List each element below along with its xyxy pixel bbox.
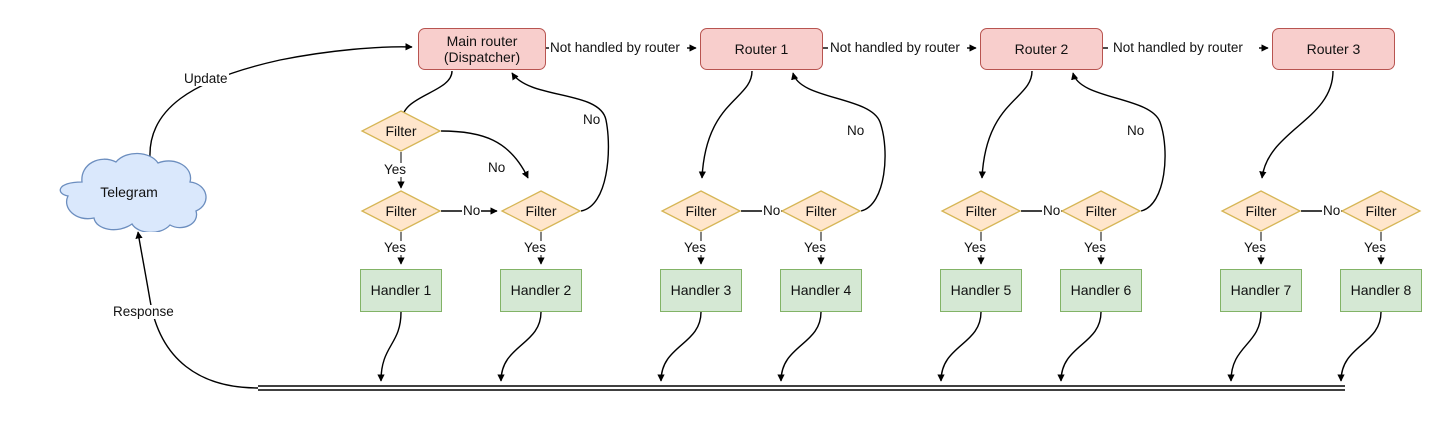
node-handler-7[interactable]: Handler 7 [1220,269,1302,312]
node-router-3[interactable]: Router 3 [1272,28,1395,70]
edge-label-no-inline-3: No [1042,203,1062,218]
diamond-shape [940,190,1022,232]
filter-label: Filter [685,203,717,219]
edge-router2-to-filter [978,70,1033,179]
edge-label-no-router2: No [1126,123,1146,138]
filter-label: Filter [1085,203,1117,219]
node-handler-4[interactable]: Handler 4 [780,269,862,312]
node-filter-4[interactable]: Filter [660,190,742,232]
filter-label: Filter [1245,203,1277,219]
filter-label: Filter [525,203,557,219]
edge-router1-to-filter [698,70,753,179]
edge-label-yes-4: Yes [683,240,708,255]
edge-handler4-to-bus [777,311,822,382]
edge-label-not-handled-1: Not handled by router [549,40,681,55]
edge-label-yes-1: Yes [383,162,408,177]
diamond-shape [1060,190,1142,232]
node-router-1[interactable]: Router 1 [700,28,823,70]
filter-label: Filter [965,203,997,219]
diamond-shape [1340,190,1422,232]
edge-label-yes-9: Yes [1363,240,1388,255]
edge-label-yes-5: Yes [803,240,828,255]
edge-label-not-handled-3: Not handled by router [1112,40,1244,55]
edge-label-no-inline-2: No [762,203,782,218]
node-handler-6[interactable]: Handler 6 [1060,269,1142,312]
edge-label-yes-7: Yes [1083,240,1108,255]
node-handler-8[interactable]: Handler 8 [1340,269,1422,312]
diamond-shape [660,190,742,232]
edge-label-yes-6: Yes [963,240,988,255]
diamond-shape [1220,190,1302,232]
edge-handler1-to-bus [377,311,402,382]
filter-label: Filter [805,203,837,219]
edge-handler7-to-bus [1227,311,1262,382]
filter-label: Filter [385,123,417,139]
node-filter-6[interactable]: Filter [940,190,1022,232]
node-handler-3[interactable]: Handler 3 [660,269,742,312]
edge-handler8-to-bus [1337,311,1382,382]
edge-router3-to-filter [1259,70,1334,179]
node-filter-8[interactable]: Filter [1220,190,1302,232]
edge-label-yes-3: Yes [523,240,548,255]
telegram-cloud: Telegram [44,152,214,234]
diamond-shape [360,190,442,232]
cloud-icon [59,152,207,234]
filter-label: Filter [1365,203,1397,219]
edge-label-no-main-a: No [487,160,507,175]
edge-label-yes-8: Yes [1243,240,1268,255]
node-filter-1[interactable]: Filter [360,110,442,152]
edge-label-no-main-b: No [582,112,602,127]
edge-label-not-handled-2: Not handled by router [829,40,961,55]
edge-handler3-to-bus [657,311,702,382]
edge-label-update: Update [183,71,229,86]
edge-handler6-to-bus [1057,311,1102,382]
telegram-cloud-label: Telegram [100,184,158,200]
diamond-shape [360,110,442,152]
edge-label-response: Response [112,304,175,319]
node-filter-7[interactable]: Filter [1060,190,1142,232]
edge-handler5-to-bus [937,311,982,382]
node-router-2[interactable]: Router 2 [980,28,1103,70]
node-handler-5[interactable]: Handler 5 [940,269,1022,312]
node-handler-1[interactable]: Handler 1 [360,269,442,312]
edge-label-yes-2: Yes [383,240,408,255]
edge-filter1-no-to-filter3 [440,130,529,179]
diamond-shape [500,190,582,232]
node-handler-2[interactable]: Handler 2 [500,269,582,312]
diamond-shape [780,190,862,232]
node-main-router[interactable]: Main router (Dispatcher) [418,28,546,70]
edge-handler2-to-bus [497,311,542,382]
edge-label-no-inline-4: No [1322,203,1342,218]
node-filter-9[interactable]: Filter [1340,190,1422,232]
filter-label: Filter [385,203,417,219]
node-filter-5[interactable]: Filter [780,190,862,232]
edge-label-no-inline-1: No [462,203,482,218]
node-filter-2[interactable]: Filter [360,190,442,232]
edge-label-no-router1: No [846,123,866,138]
node-filter-3[interactable]: Filter [500,190,582,232]
